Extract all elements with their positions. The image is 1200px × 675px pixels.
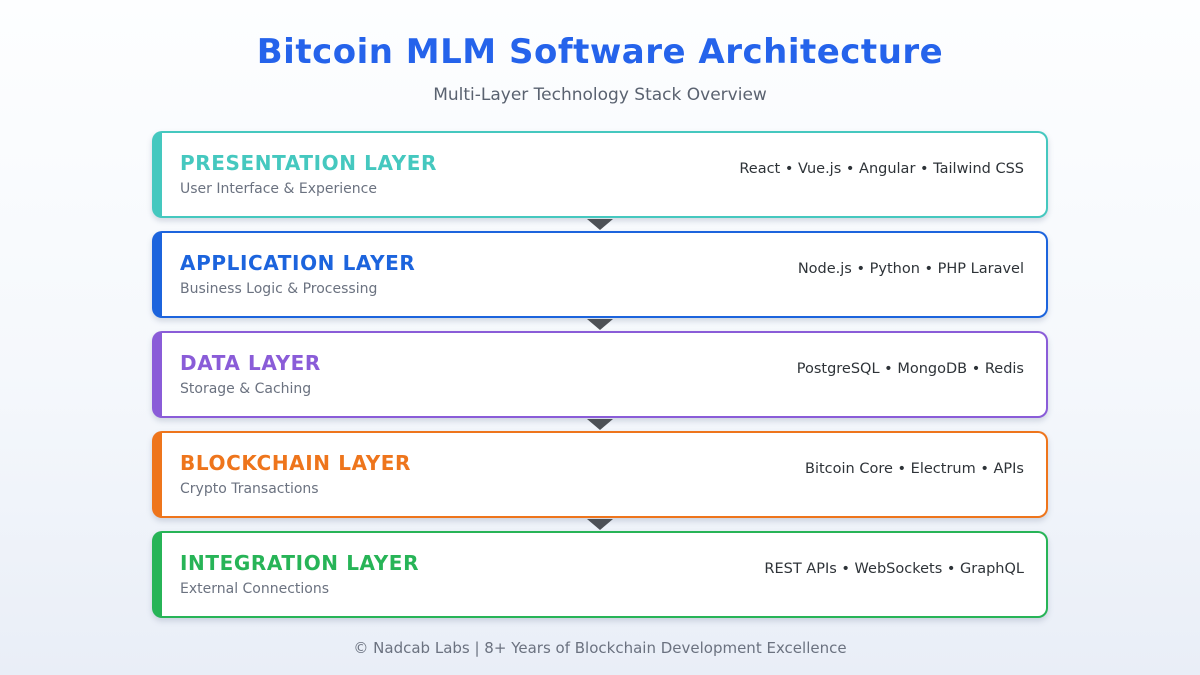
page-title: Bitcoin MLM Software Architecture [256, 32, 944, 72]
layer-card-blockchain: BLOCKCHAIN LAYER Crypto Transactions Bit… [152, 431, 1048, 518]
layer-subtitle: User Interface & Experience [180, 181, 377, 197]
connector-row [152, 518, 1048, 531]
layer-text-block: INTEGRATION LAYER External Connections [180, 552, 419, 597]
connector-row [152, 318, 1048, 331]
layer-title: APPLICATION LAYER [180, 251, 416, 275]
layer-tech-stack: REST APIs • WebSockets • GraphQL [764, 560, 1024, 577]
layer-card-application: APPLICATION LAYER Business Logic & Proce… [152, 231, 1048, 318]
layer-title: PRESENTATION LAYER [180, 151, 437, 175]
layer-tech-stack: React • Vue.js • Angular • Tailwind CSS [739, 160, 1024, 177]
connector-row [152, 218, 1048, 231]
layer-subtitle: External Connections [180, 581, 330, 597]
layer-text-block: DATA LAYER Storage & Caching [180, 352, 321, 397]
layer-subtitle: Storage & Caching [180, 381, 312, 397]
arrow-down-icon [587, 519, 613, 530]
layer-title: INTEGRATION LAYER [180, 551, 420, 575]
arrow-down-icon [587, 319, 613, 330]
layer-tech-stack: PostgreSQL • MongoDB • Redis [796, 360, 1024, 377]
layer-text-block: PRESENTATION LAYER User Interface & Expe… [180, 152, 437, 197]
layer-tech-stack: Bitcoin Core • Electrum • APIs [805, 460, 1024, 477]
layer-tech-stack: Node.js • Python • PHP Laravel [797, 260, 1024, 277]
layer-card-presentation: PRESENTATION LAYER User Interface & Expe… [152, 131, 1048, 218]
layer-subtitle: Crypto Transactions [180, 481, 319, 497]
layer-text-block: BLOCKCHAIN LAYER Crypto Transactions [180, 452, 411, 497]
footer-credit: © Nadcab Labs | 8+ Years of Blockchain D… [353, 639, 847, 657]
arrow-down-icon [587, 219, 613, 230]
connector-row [152, 418, 1048, 431]
layer-text-block: APPLICATION LAYER Business Logic & Proce… [180, 252, 415, 297]
layer-card-data: DATA LAYER Storage & Caching PostgreSQL … [152, 331, 1048, 418]
arrow-down-icon [587, 419, 613, 430]
page-subtitle: Multi-Layer Technology Stack Overview [433, 85, 767, 105]
layer-title: DATA LAYER [180, 351, 321, 375]
layer-stack: PRESENTATION LAYER User Interface & Expe… [152, 131, 1048, 618]
layer-subtitle: Business Logic & Processing [180, 281, 378, 297]
layer-title: BLOCKCHAIN LAYER [180, 451, 412, 475]
layer-card-integration: INTEGRATION LAYER External Connections R… [152, 531, 1048, 618]
